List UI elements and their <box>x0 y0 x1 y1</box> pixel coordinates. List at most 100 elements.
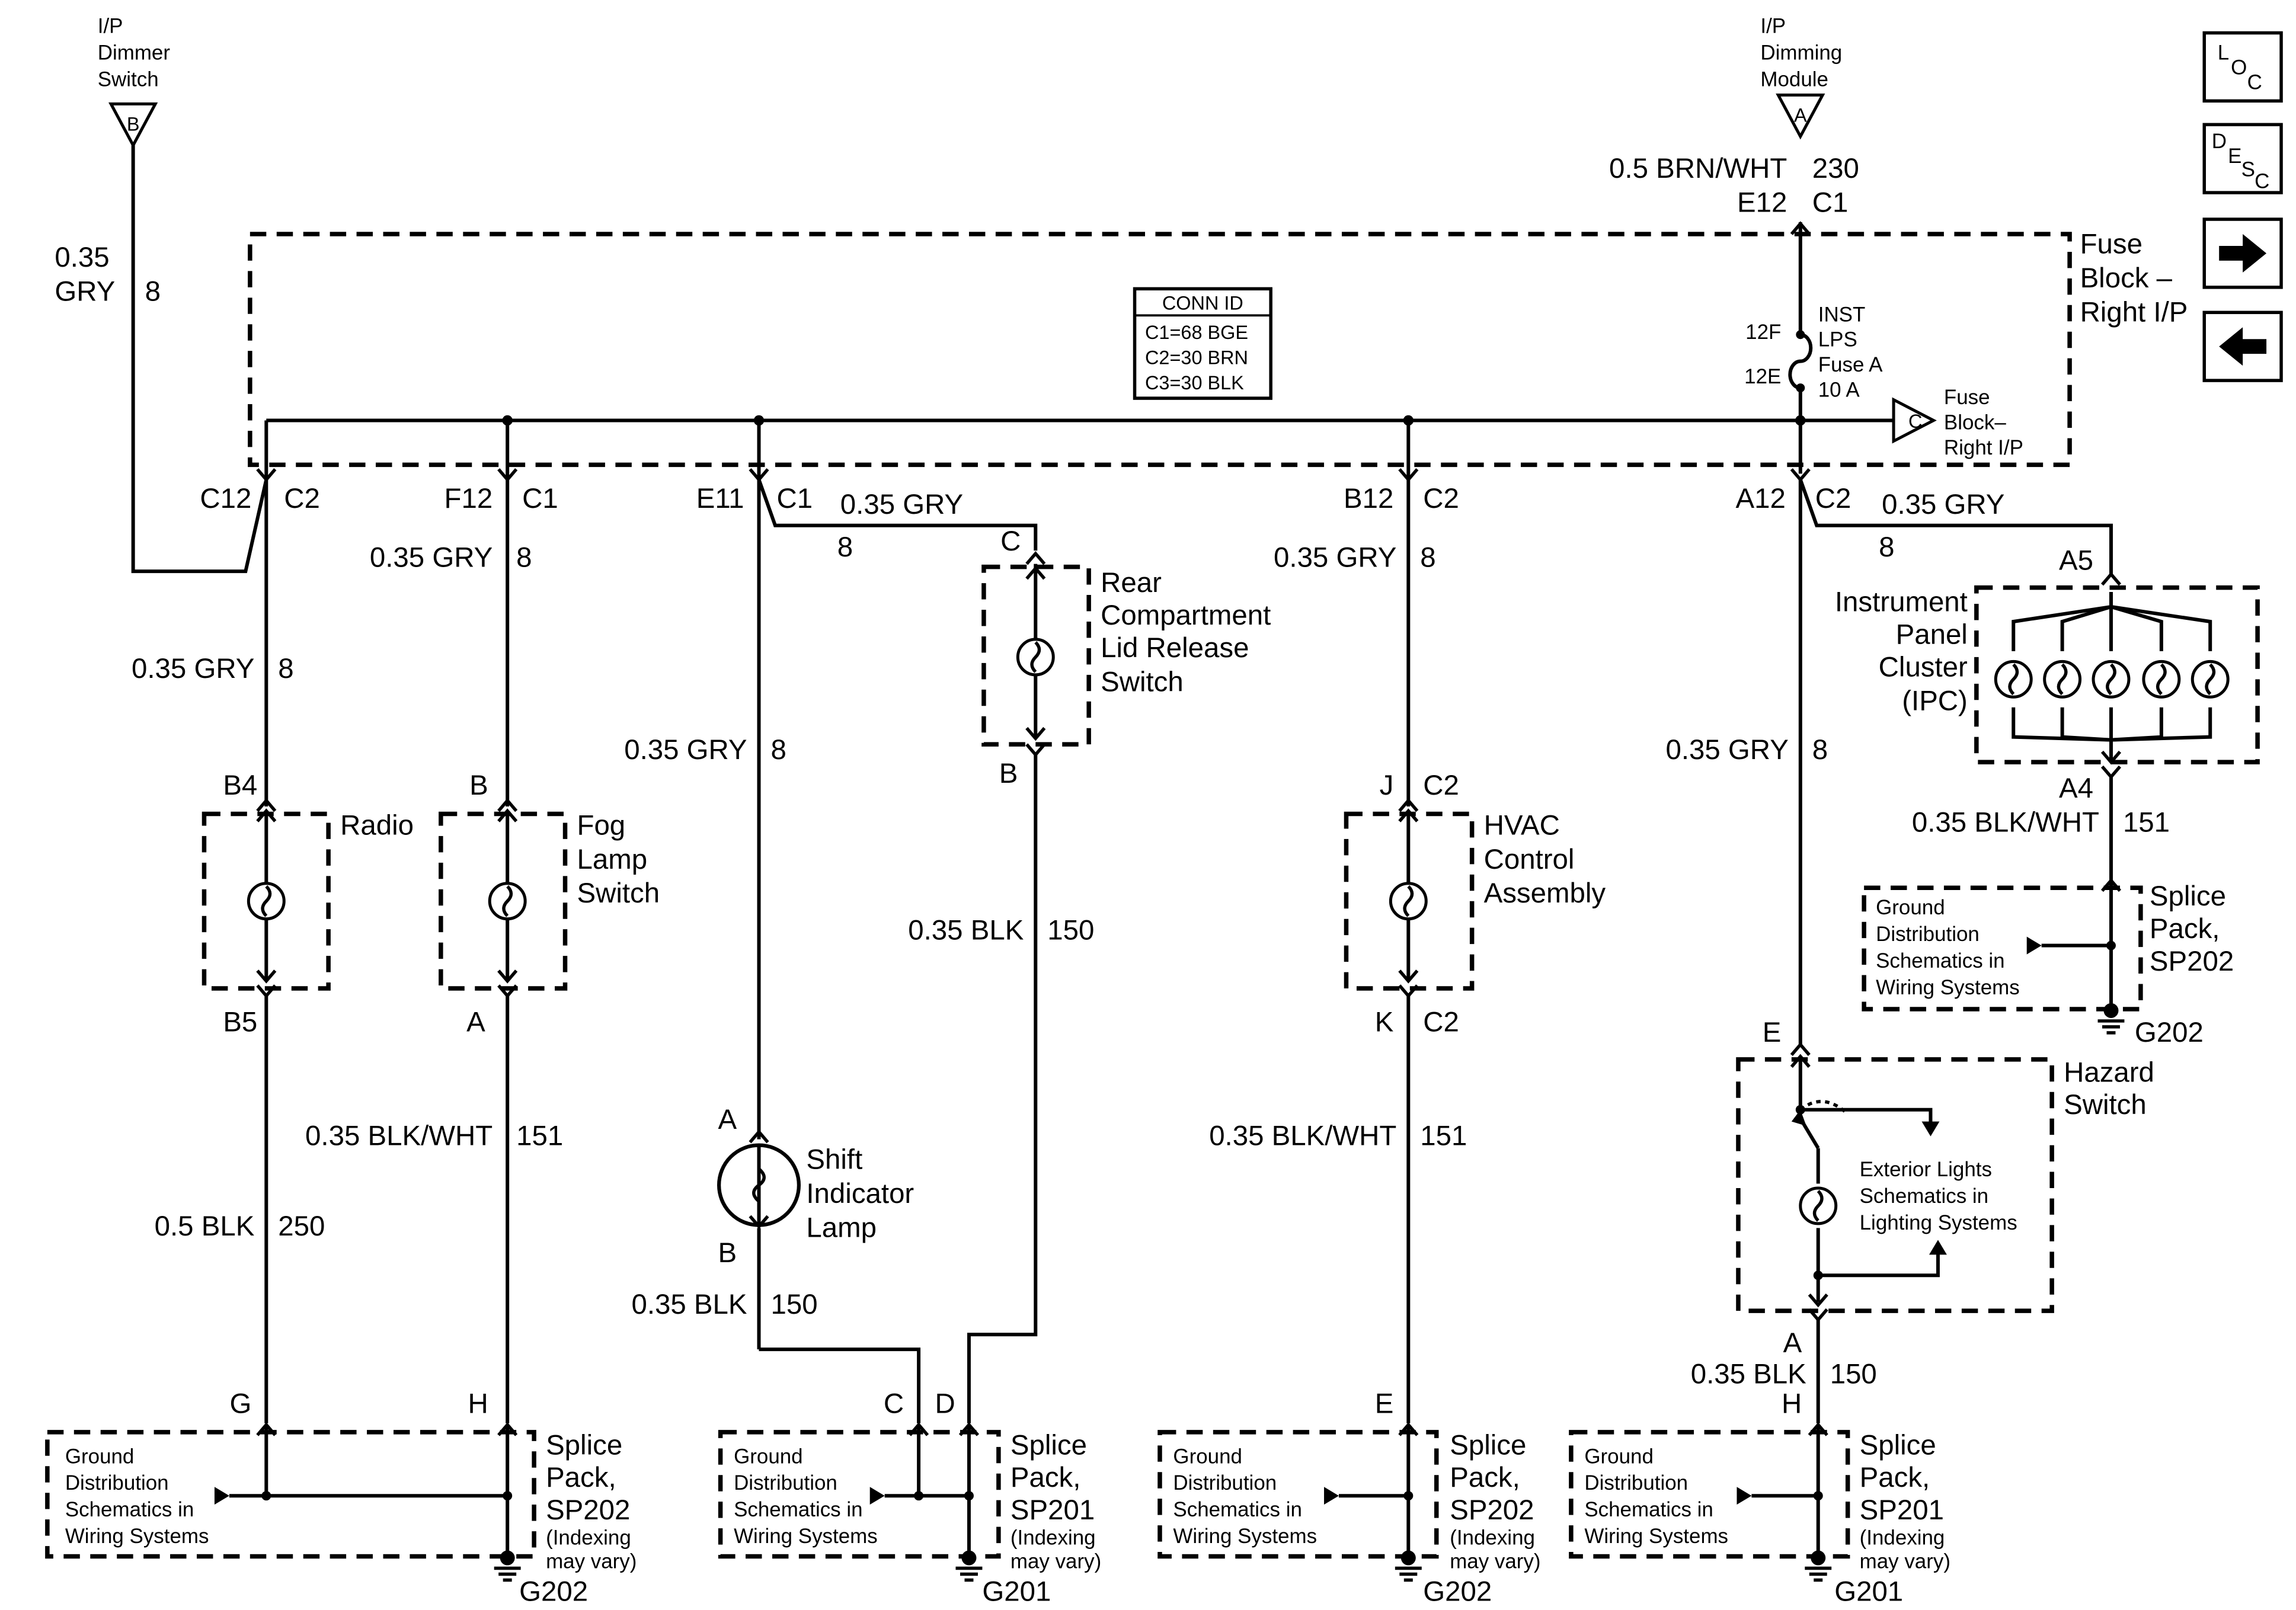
ground-note-4: Wiring Systems <box>1876 976 2020 999</box>
offpage-marker: C <box>1908 411 1922 432</box>
splice-pack-box <box>1569 1430 1850 1559</box>
ip-dimmer-switch: I/P Dimmer Switch B <box>98 15 170 149</box>
offpage-connector-c: C Fuse Block– Right I/P <box>1892 386 2023 459</box>
inst-lps-fuse: 12F 12E INST LPS Fuse A 10 A <box>1744 221 1883 474</box>
hvac-conn: C2 <box>1423 483 1459 514</box>
ground-note-3: Schematics in <box>1584 1498 1713 1521</box>
hazard-in-pin: E <box>1763 1017 1782 1048</box>
desc-letter: S <box>2241 158 2255 181</box>
hvac-in-pin: J <box>1380 770 1394 801</box>
fuse-block-label-3: Right I/P <box>2080 296 2188 328</box>
sp201-left-label-1: Splice <box>1011 1429 1087 1461</box>
fog-pin: F12 <box>445 483 493 514</box>
sp202-left-label-1: Splice <box>546 1429 622 1461</box>
conn-id-title: CONN ID <box>1162 292 1243 313</box>
radio-conn: C2 <box>284 483 320 514</box>
radio-ground-circuit: 250 <box>278 1211 325 1242</box>
ground-icon <box>2103 1003 2119 1018</box>
desc-letter: D <box>2212 130 2227 153</box>
radio-circuit: 8 <box>278 653 293 684</box>
shift-label-3: Lamp <box>806 1212 877 1243</box>
fuse-label-3: Fuse A <box>1818 353 1883 376</box>
left-wire-circuit: 8 <box>145 276 161 307</box>
sp202-right-ground: G202 <box>1423 1576 1492 1607</box>
ipc-circuit: 8 <box>1879 532 1894 563</box>
offpage-label-3: Right I/P <box>1944 436 2023 459</box>
fuse-bottom-pin: 12E <box>1744 365 1781 388</box>
loc-button[interactable]: L O C <box>2202 31 2283 103</box>
ground-note-1: Ground <box>65 1445 135 1468</box>
ipc-label-1: Instrument <box>1835 587 1968 618</box>
ground-note-2: Distribution <box>1876 923 1980 946</box>
ipc-in-pin: A5 <box>2059 545 2093 577</box>
ground-icon <box>961 1550 977 1566</box>
rear-label-1: Rear <box>1101 567 1162 598</box>
radio-wire: 0.35 GRY <box>132 653 254 684</box>
sp202-right-label-5: may vary) <box>1450 1550 1540 1573</box>
desc-button[interactable]: D E S C <box>2202 123 2283 194</box>
conn-id-row: C1=68 BGE <box>1145 322 1248 343</box>
shift-indicator-branch: E11 C1 0.35 GRY 8 A Shift Indicator Lamp… <box>624 420 921 1423</box>
hazard-box <box>1736 1057 2054 1313</box>
ipc-box <box>1974 585 2260 764</box>
splice-pack-sp201-right: Ground Distribution Schematics in Wiring… <box>1569 1422 1950 1607</box>
fuse-label-4: 10 A <box>1818 379 1860 402</box>
ground-note-1: Ground <box>1584 1445 1654 1468</box>
dimming-module-label-2: Dimming <box>1760 41 1842 64</box>
hazard-label-2: Switch <box>2064 1089 2147 1121</box>
fog-wire: 0.35 GRY <box>370 542 493 574</box>
hazard-branch: 0.35 GRY 8 E Hazard Switch Exterior Ligh… <box>1666 479 2154 1423</box>
sp202-ipc-label-3: SP202 <box>2150 946 2234 977</box>
hvac-splice-pin: E <box>1375 1388 1394 1419</box>
fog-out-pin: A <box>466 1006 485 1038</box>
dimming-module-marker: A <box>1794 104 1807 126</box>
sp201-right-label-2: Pack, <box>1860 1462 1930 1493</box>
hvac-label-3: Assembly <box>1484 878 1606 909</box>
fog-label-2: Lamp <box>577 844 647 875</box>
sp201-left-label-4: (Indexing <box>1011 1526 1096 1550</box>
dimmer-switch-marker-icon <box>108 102 158 149</box>
loc-letter: C <box>2247 71 2262 94</box>
ipc-label-3: Cluster <box>1879 651 1968 683</box>
sp201-left-label-5: may vary) <box>1011 1550 1101 1573</box>
conn-id-row: C3=30 BLK <box>1145 372 1244 393</box>
sp201-right-label-1: Splice <box>1860 1429 1936 1461</box>
rear-label-4: Switch <box>1101 666 1184 697</box>
next-page-button[interactable] <box>2202 217 2283 289</box>
conn-id-table: CONN ID C1=68 BGE C2=30 BRN C3=30 BLK <box>1133 287 1272 400</box>
shift-circuit: 8 <box>770 734 786 766</box>
exterior-lights-arrow-icon <box>1929 1240 1947 1255</box>
fog-label-3: Switch <box>577 878 660 909</box>
fuse-block-outline <box>248 232 2072 468</box>
ipc-wire: 0.35 GRY <box>1882 489 2004 520</box>
ground-note-2: Distribution <box>734 1471 837 1494</box>
dimmer-switch-label-3: Switch <box>98 68 159 91</box>
fuse-block-label-1: Fuse <box>2080 228 2142 260</box>
shift-out-pin: B <box>718 1237 737 1269</box>
rear-label-3: Lid Release <box>1101 632 1249 664</box>
shift-label-2: Indicator <box>806 1178 914 1209</box>
ground-note-2: Distribution <box>1584 1471 1688 1494</box>
fog-lamp-branch: F12 C1 0.35 GRY 8 B Fog Lamp Switch A 0.… <box>305 420 660 1423</box>
rear-label-2: Compartment <box>1101 600 1271 631</box>
ground-note-3: Schematics in <box>1173 1498 1302 1521</box>
sp202-right-label-1: Splice <box>1450 1429 1526 1461</box>
prev-page-button[interactable] <box>2202 311 2283 382</box>
fuse-label-1: INST <box>1818 303 1866 326</box>
hvac-in-conn: C2 <box>1423 770 1459 801</box>
ground-note-3: Schematics in <box>734 1498 862 1521</box>
hvac-label-1: HVAC <box>1484 809 1560 841</box>
shift-ground-wire: 0.35 BLK <box>632 1289 747 1320</box>
sp201-right-label-3: SP201 <box>1860 1494 1944 1526</box>
sp202-ipc-label-2: Pack, <box>2150 913 2220 945</box>
arrow-right-icon <box>2219 233 2267 273</box>
ipc-conn: C2 <box>1815 483 1851 514</box>
dimming-module-label-1: I/P <box>1760 15 1786 38</box>
shift-conn: C1 <box>776 483 813 514</box>
sp201-right-ground: G201 <box>1834 1576 1903 1607</box>
ground-note-1: Ground <box>1876 896 1945 919</box>
radio-branch: C12 C2 0.35 GRY 8 B4 Radio B5 0.5 BLK 25… <box>131 145 414 1423</box>
sp201-right-label-4: (Indexing <box>1860 1526 1945 1550</box>
sp201-left-label-3: SP201 <box>1011 1494 1095 1526</box>
hazard-ground-wire: 0.35 BLK <box>1691 1358 1806 1390</box>
